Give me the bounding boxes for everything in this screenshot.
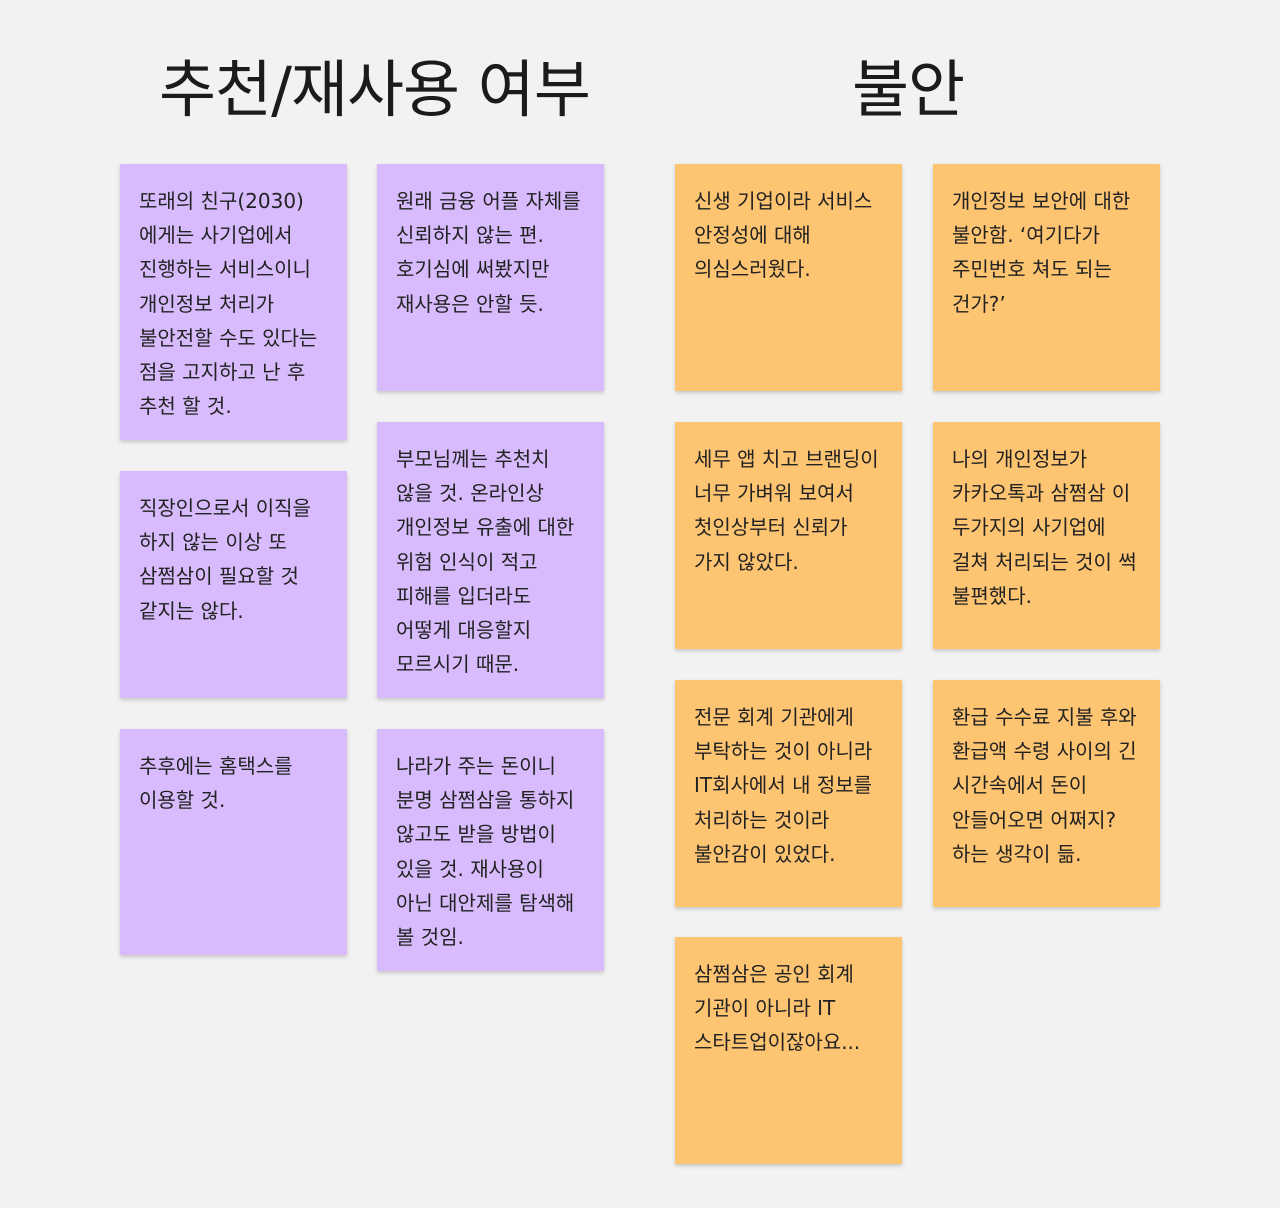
sticky-note-text: 또래의 친구(2030)에게는 사기업에서 진행하는 서비스이니 개인정보 처리… [139,189,318,419]
sticky-note-text: 나의 개인정보가 카카오톡과 삼쩜삼 이 두가지의 사기업에 걸쳐 처리되는 것… [952,447,1137,608]
sticky-note-recommend-4[interactable]: 원래 금융 어플 자체를 신뢰하지 않는 편. 호기심에 써봤지만 재사용은 안… [377,164,604,391]
sticky-note-recommend-3[interactable]: 추후에는 홈택스를 이용할 것. [120,729,347,955]
sticky-note-text: 원래 금융 어플 자체를 신뢰하지 않는 편. 호기심에 써봤지만 재사용은 안… [396,189,581,316]
sticky-note-text: 세무 앱 치고 브랜딩이 너무 가벼워 보여서 첫인상부터 신뢰가 가지 않았다… [694,447,879,574]
sticky-note-anxiety-3[interactable]: 전문 회계 기관에게 부탁하는 것이 아니라 IT회사에서 내 정보를 처리하는… [675,680,902,907]
sticky-note-text: 신생 기업이라 서비스 안정성에 대해 의심스러웠다. [694,189,873,282]
sticky-note-text: 환급 수수료 지불 후와 환급액 수령 사이의 긴 시간속에서 돈이 안들어오면… [952,705,1137,866]
sticky-note-anxiety-2[interactable]: 세무 앱 치고 브랜딩이 너무 가벼워 보여서 첫인상부터 신뢰가 가지 않았다… [675,422,902,649]
sticky-note-text: 삼쩜삼은 공인 회계 기관이 아니라 IT 스타트업이잖아요... [694,962,861,1055]
sticky-note-recommend-2[interactable]: 직장인으로서 이직을 하지 않는 이상 또 삼쩜삼이 필요할 것 같지는 않다. [120,471,347,698]
sticky-note-text: 직장인으로서 이직을 하지 않는 이상 또 삼쩜삼이 필요할 것 같지는 않다. [139,496,311,623]
sticky-note-anxiety-6[interactable]: 나의 개인정보가 카카오톡과 삼쩜삼 이 두가지의 사기업에 걸쳐 처리되는 것… [933,422,1160,649]
sticky-note-text: 부모님께는 추천치 않을 것. 온라인상 개인정보 유출에 대한 위험 인식이 … [396,447,575,677]
heading-anxiety: 불안 [852,53,965,126]
sticky-note-anxiety-7[interactable]: 환급 수수료 지불 후와 환급액 수령 사이의 긴 시간속에서 돈이 안들어오면… [933,680,1160,907]
sticky-note-text: 나라가 주는 돈이니 분명 삼쩜삼을 통하지 않고도 받을 방법이 있을 것. … [396,754,575,950]
sticky-note-recommend-5[interactable]: 부모님께는 추천치 않을 것. 온라인상 개인정보 유출에 대한 위험 인식이 … [377,422,604,698]
sticky-note-recommend-6[interactable]: 나라가 주는 돈이니 분명 삼쩜삼을 통하지 않고도 받을 방법이 있을 것. … [377,729,604,971]
sticky-note-text: 추후에는 홈택스를 이용할 것. [139,754,293,813]
sticky-note-anxiety-5[interactable]: 개인정보 보안에 대한 불안함. ‘여기다가 주민번호 쳐도 되는 건가?’ [933,164,1160,391]
heading-recommend-reuse: 추천/재사용 여부 [159,53,591,126]
sticky-note-anxiety-4[interactable]: 삼쩜삼은 공인 회계 기관이 아니라 IT 스타트업이잖아요... [675,937,902,1164]
sticky-note-text: 개인정보 보안에 대한 불안함. ‘여기다가 주민번호 쳐도 되는 건가?’ [952,189,1131,316]
sticky-note-recommend-1[interactable]: 또래의 친구(2030)에게는 사기업에서 진행하는 서비스이니 개인정보 처리… [120,164,347,440]
sticky-note-anxiety-1[interactable]: 신생 기업이라 서비스 안정성에 대해 의심스러웠다. [675,164,902,391]
sticky-note-text: 전문 회계 기관에게 부탁하는 것이 아니라 IT회사에서 내 정보를 처리하는… [694,705,873,866]
